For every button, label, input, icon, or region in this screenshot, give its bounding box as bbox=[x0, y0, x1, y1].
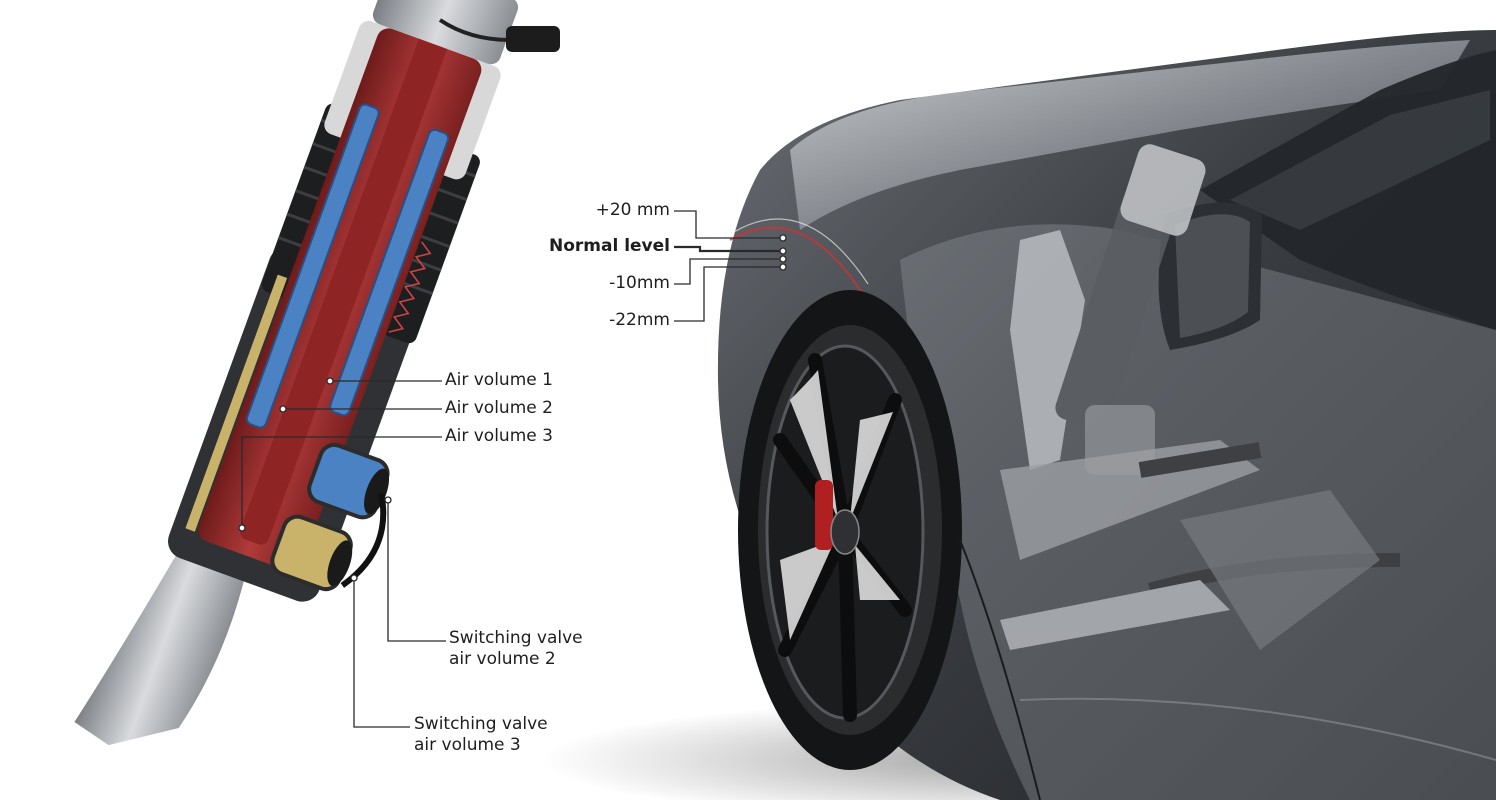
label-air-volume-3: Air volume 3 bbox=[445, 426, 553, 446]
label-level-normal: Normal level bbox=[548, 236, 670, 256]
cable bbox=[438, 18, 511, 42]
label-level-plus-20: +20 mm bbox=[595, 200, 670, 220]
label-air-volume-1: Air volume 1 bbox=[445, 370, 553, 390]
car-illustration bbox=[540, 30, 1496, 800]
leader-lines bbox=[238, 210, 787, 728]
label-switching-valve-3: Switching valve air volume 3 bbox=[414, 714, 548, 755]
air-strut-cutaway bbox=[74, 0, 519, 746]
connector bbox=[506, 26, 560, 52]
label-switching-valve-2: Switching valve air volume 2 bbox=[449, 628, 583, 669]
label-level-minus-22: -22mm bbox=[609, 310, 670, 330]
label-air-volume-2: Air volume 2 bbox=[445, 398, 553, 418]
label-level-minus-10: -10mm bbox=[609, 273, 670, 293]
